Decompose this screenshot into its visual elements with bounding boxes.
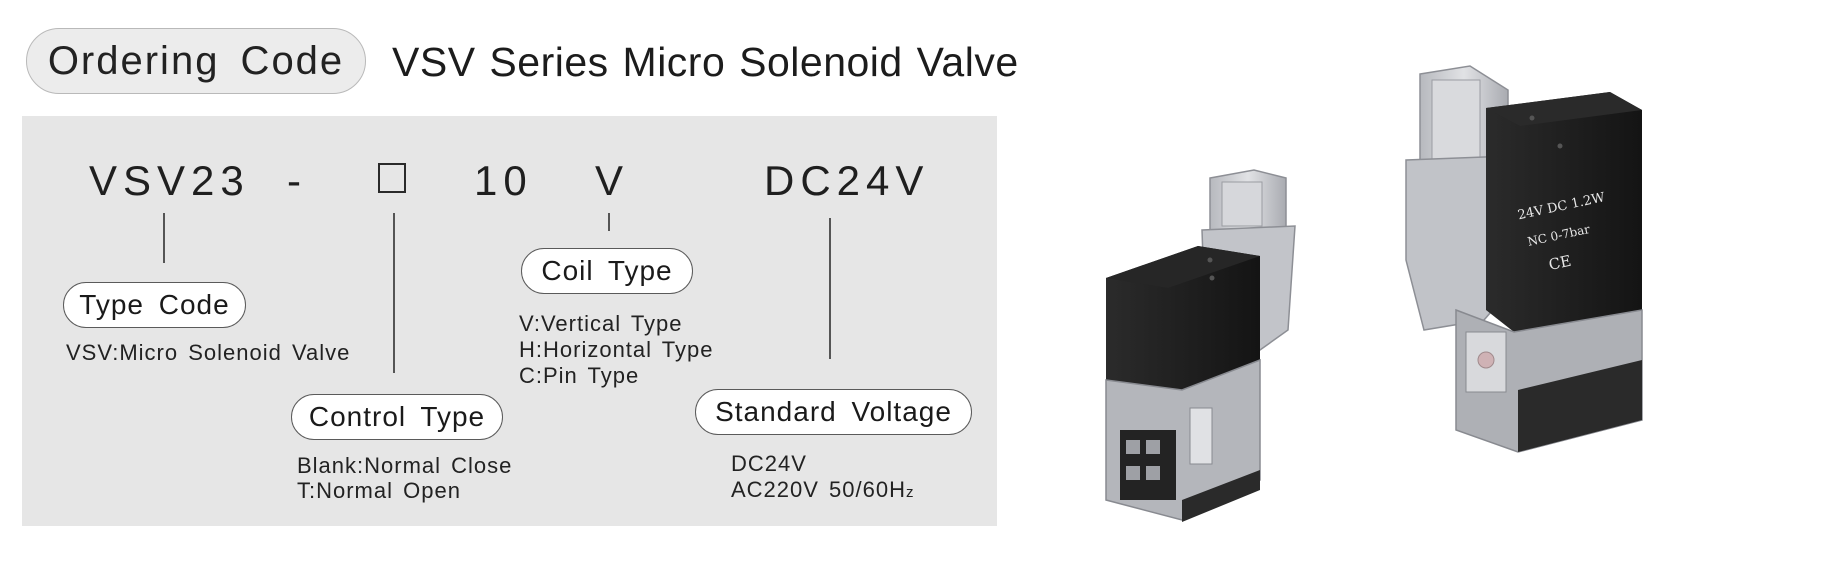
code-control-placeholder-box xyxy=(378,163,406,193)
voltage-option-dc24v: DC24V xyxy=(731,451,807,476)
valve-left xyxy=(1105,169,1296,522)
voltage-option-ac220v: AC220V 50/60Hz xyxy=(731,477,915,506)
series-title: VSV Series Micro Solenoid Valve xyxy=(392,39,1019,85)
ordering-code-label: Ordering Code xyxy=(47,38,345,83)
voltage-option-ac220v-text: AC220V 50/60H xyxy=(731,477,906,502)
coil-type-option-pin: C:Pin Type xyxy=(519,363,640,388)
control-type-connector xyxy=(393,213,395,373)
ordering-code-badge: Ordering Code xyxy=(26,28,366,94)
code-size: 10 xyxy=(474,157,533,204)
valve-right: 24V DC 1.2W NC 0-7bar CE xyxy=(1405,65,1643,453)
code-dash: - xyxy=(287,157,307,204)
ce-mark-print: CE xyxy=(1547,252,1573,274)
standard-voltage-label: Standard Voltage xyxy=(695,389,972,435)
type-code-label: Type Code xyxy=(63,282,246,328)
coil-type-option-horizontal: H:Horizontal Type xyxy=(519,337,714,362)
product-photo: 24V DC 1.2W NC 0-7bar CE xyxy=(1105,65,1643,522)
coil-type-connector xyxy=(608,213,610,231)
control-type-option-normal-open: T:Normal Open xyxy=(297,478,461,503)
voltage-unit-suffix: z xyxy=(906,484,915,501)
voltage-connector xyxy=(829,218,831,359)
type-code-connector xyxy=(163,213,165,263)
coil-type-label: Coil Type xyxy=(521,248,693,294)
code-voltage: DC24V xyxy=(764,157,930,204)
coil-type-option-vertical: V:Vertical Type xyxy=(519,311,683,336)
control-type-label: Control Type xyxy=(291,394,503,440)
code-model: VSV23 xyxy=(89,157,250,204)
type-code-option: VSV:Micro Solenoid Valve xyxy=(66,340,351,365)
code-coil: V xyxy=(595,157,630,204)
control-type-option-normal-close: Blank:Normal Close xyxy=(297,453,513,478)
